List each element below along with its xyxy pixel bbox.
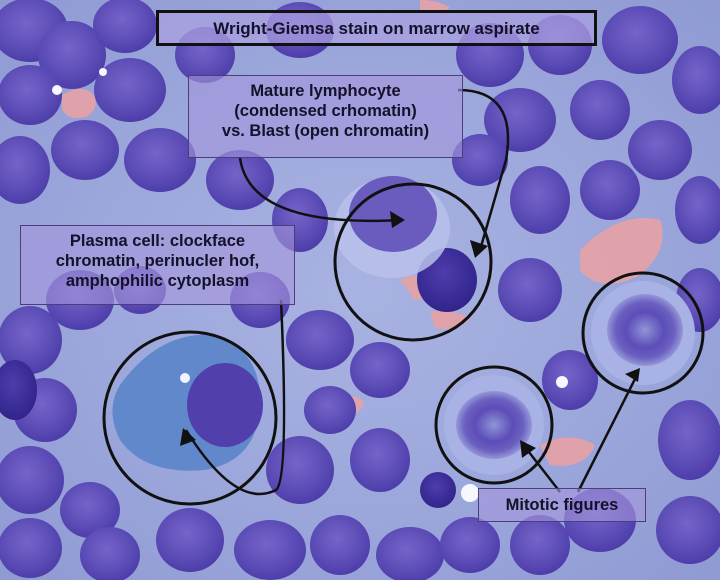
title-text: Wright-Giemsa stain on marrow aspirate [213,19,540,38]
label-line: Mature lymphocyte [250,82,401,100]
annotation-arrows [184,88,638,496]
lymphocyte-blast-label: Mature lymphocyte (condensed crhomatin) … [188,75,463,158]
mitotic-cells [444,281,695,475]
mitotic-figures-label: Mitotic figures [478,488,646,522]
plasma-cell [112,334,263,471]
label-line: (condensed crhomatin) [234,102,417,121]
title-label: Wright-Giemsa stain on marrow aspirate [156,10,597,46]
label-line: Plasma cell: clockface [69,232,246,250]
label-line: amphophilic cytoplasm [65,272,250,291]
label-line: vs. Blast (open chromatin) [221,122,430,141]
annotation-circles [102,182,705,506]
plasma-cell-label: Plasma cell: clockface chromatin, perinu… [20,225,295,305]
arrowheads [180,211,640,458]
mitotic-text: Mitotic figures [505,496,619,514]
refractile-dots [52,68,568,502]
label-line: chromatin, perinucler hof, [55,252,260,271]
